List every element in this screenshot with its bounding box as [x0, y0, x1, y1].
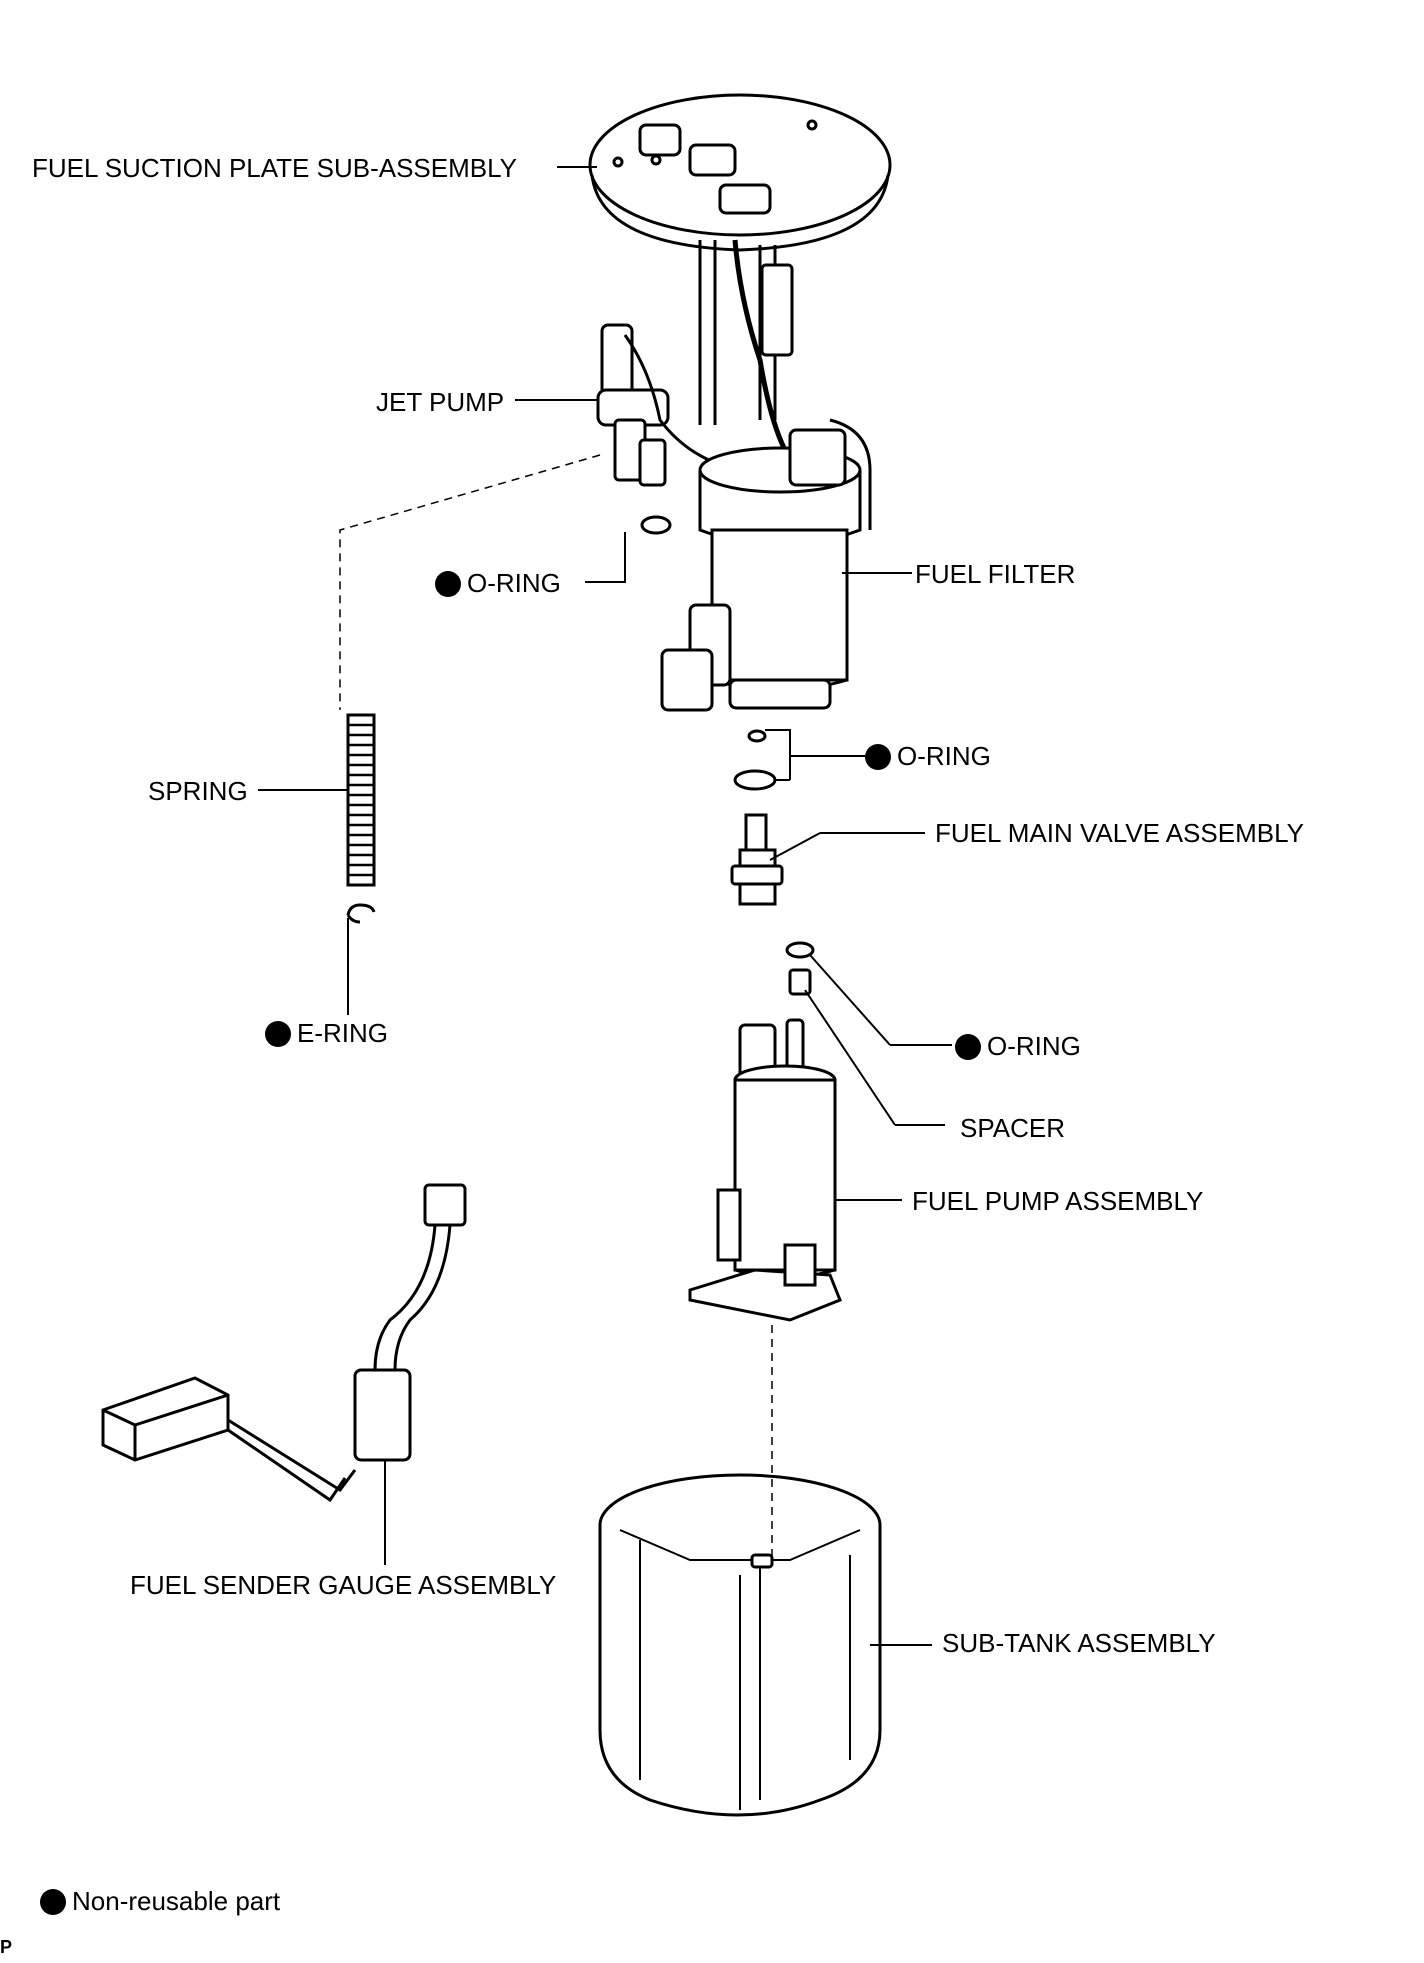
label-fuel-filter: FUEL FILTER: [915, 559, 1076, 589]
label-o-ring-3: O-RING: [955, 1033, 1081, 1060]
label-e-ring: E-RING: [265, 1020, 388, 1047]
fuel-pump-part: [688, 1018, 842, 1322]
fuel-main-valve-part: [730, 813, 784, 906]
label-spring: SPRING: [148, 776, 248, 806]
fuel-filter-part: [660, 418, 872, 712]
label-o-ring-1: O-RING: [435, 570, 561, 597]
o-ring-filter-part: [733, 769, 777, 791]
label-fuel-sender-gauge: FUEL SENDER GAUGE ASSEMBLY: [130, 1570, 557, 1600]
o-ring-pump-part: [785, 941, 815, 959]
sub-tank-part: [598, 1473, 882, 1817]
label-fuel-main-valve: FUEL MAIN VALVE ASSEMBLY: [935, 818, 1304, 848]
spacer-part: [788, 968, 812, 996]
label-jet-pump: JET PUMP: [376, 387, 505, 417]
non-reusable-marker-icon: [435, 571, 461, 597]
alignment-dashes: [339, 454, 773, 1560]
non-reusable-marker-icon: [865, 744, 891, 770]
non-reusable-marker-icon: [955, 1034, 981, 1060]
o-ring-small-part: [747, 729, 767, 743]
fuel-suction-plate-part: [588, 93, 892, 452]
label-spacer: SPACER: [960, 1113, 1065, 1143]
jet-pump-part: [596, 323, 741, 535]
corner-mark: P: [0, 1937, 13, 1957]
spring-part: [346, 713, 376, 887]
label-fuel-suction-plate: FUEL SUCTION PLATE SUB-ASSEMBLY: [32, 153, 517, 183]
non-reusable-marker-icon: [40, 1889, 66, 1915]
label-o-ring-2: O-RING: [865, 743, 991, 770]
non-reusable-marker-icon: [265, 1021, 291, 1047]
fuel-sender-gauge-part: [101, 1183, 467, 1503]
e-ring-part: [346, 903, 376, 924]
legend: Non-reusable part: [40, 1888, 280, 1915]
label-sub-tank: SUB-TANK ASSEMBLY: [942, 1628, 1216, 1658]
leader-lines: [258, 166, 952, 1646]
label-fuel-pump: FUEL PUMP ASSEMBLY: [912, 1186, 1204, 1216]
